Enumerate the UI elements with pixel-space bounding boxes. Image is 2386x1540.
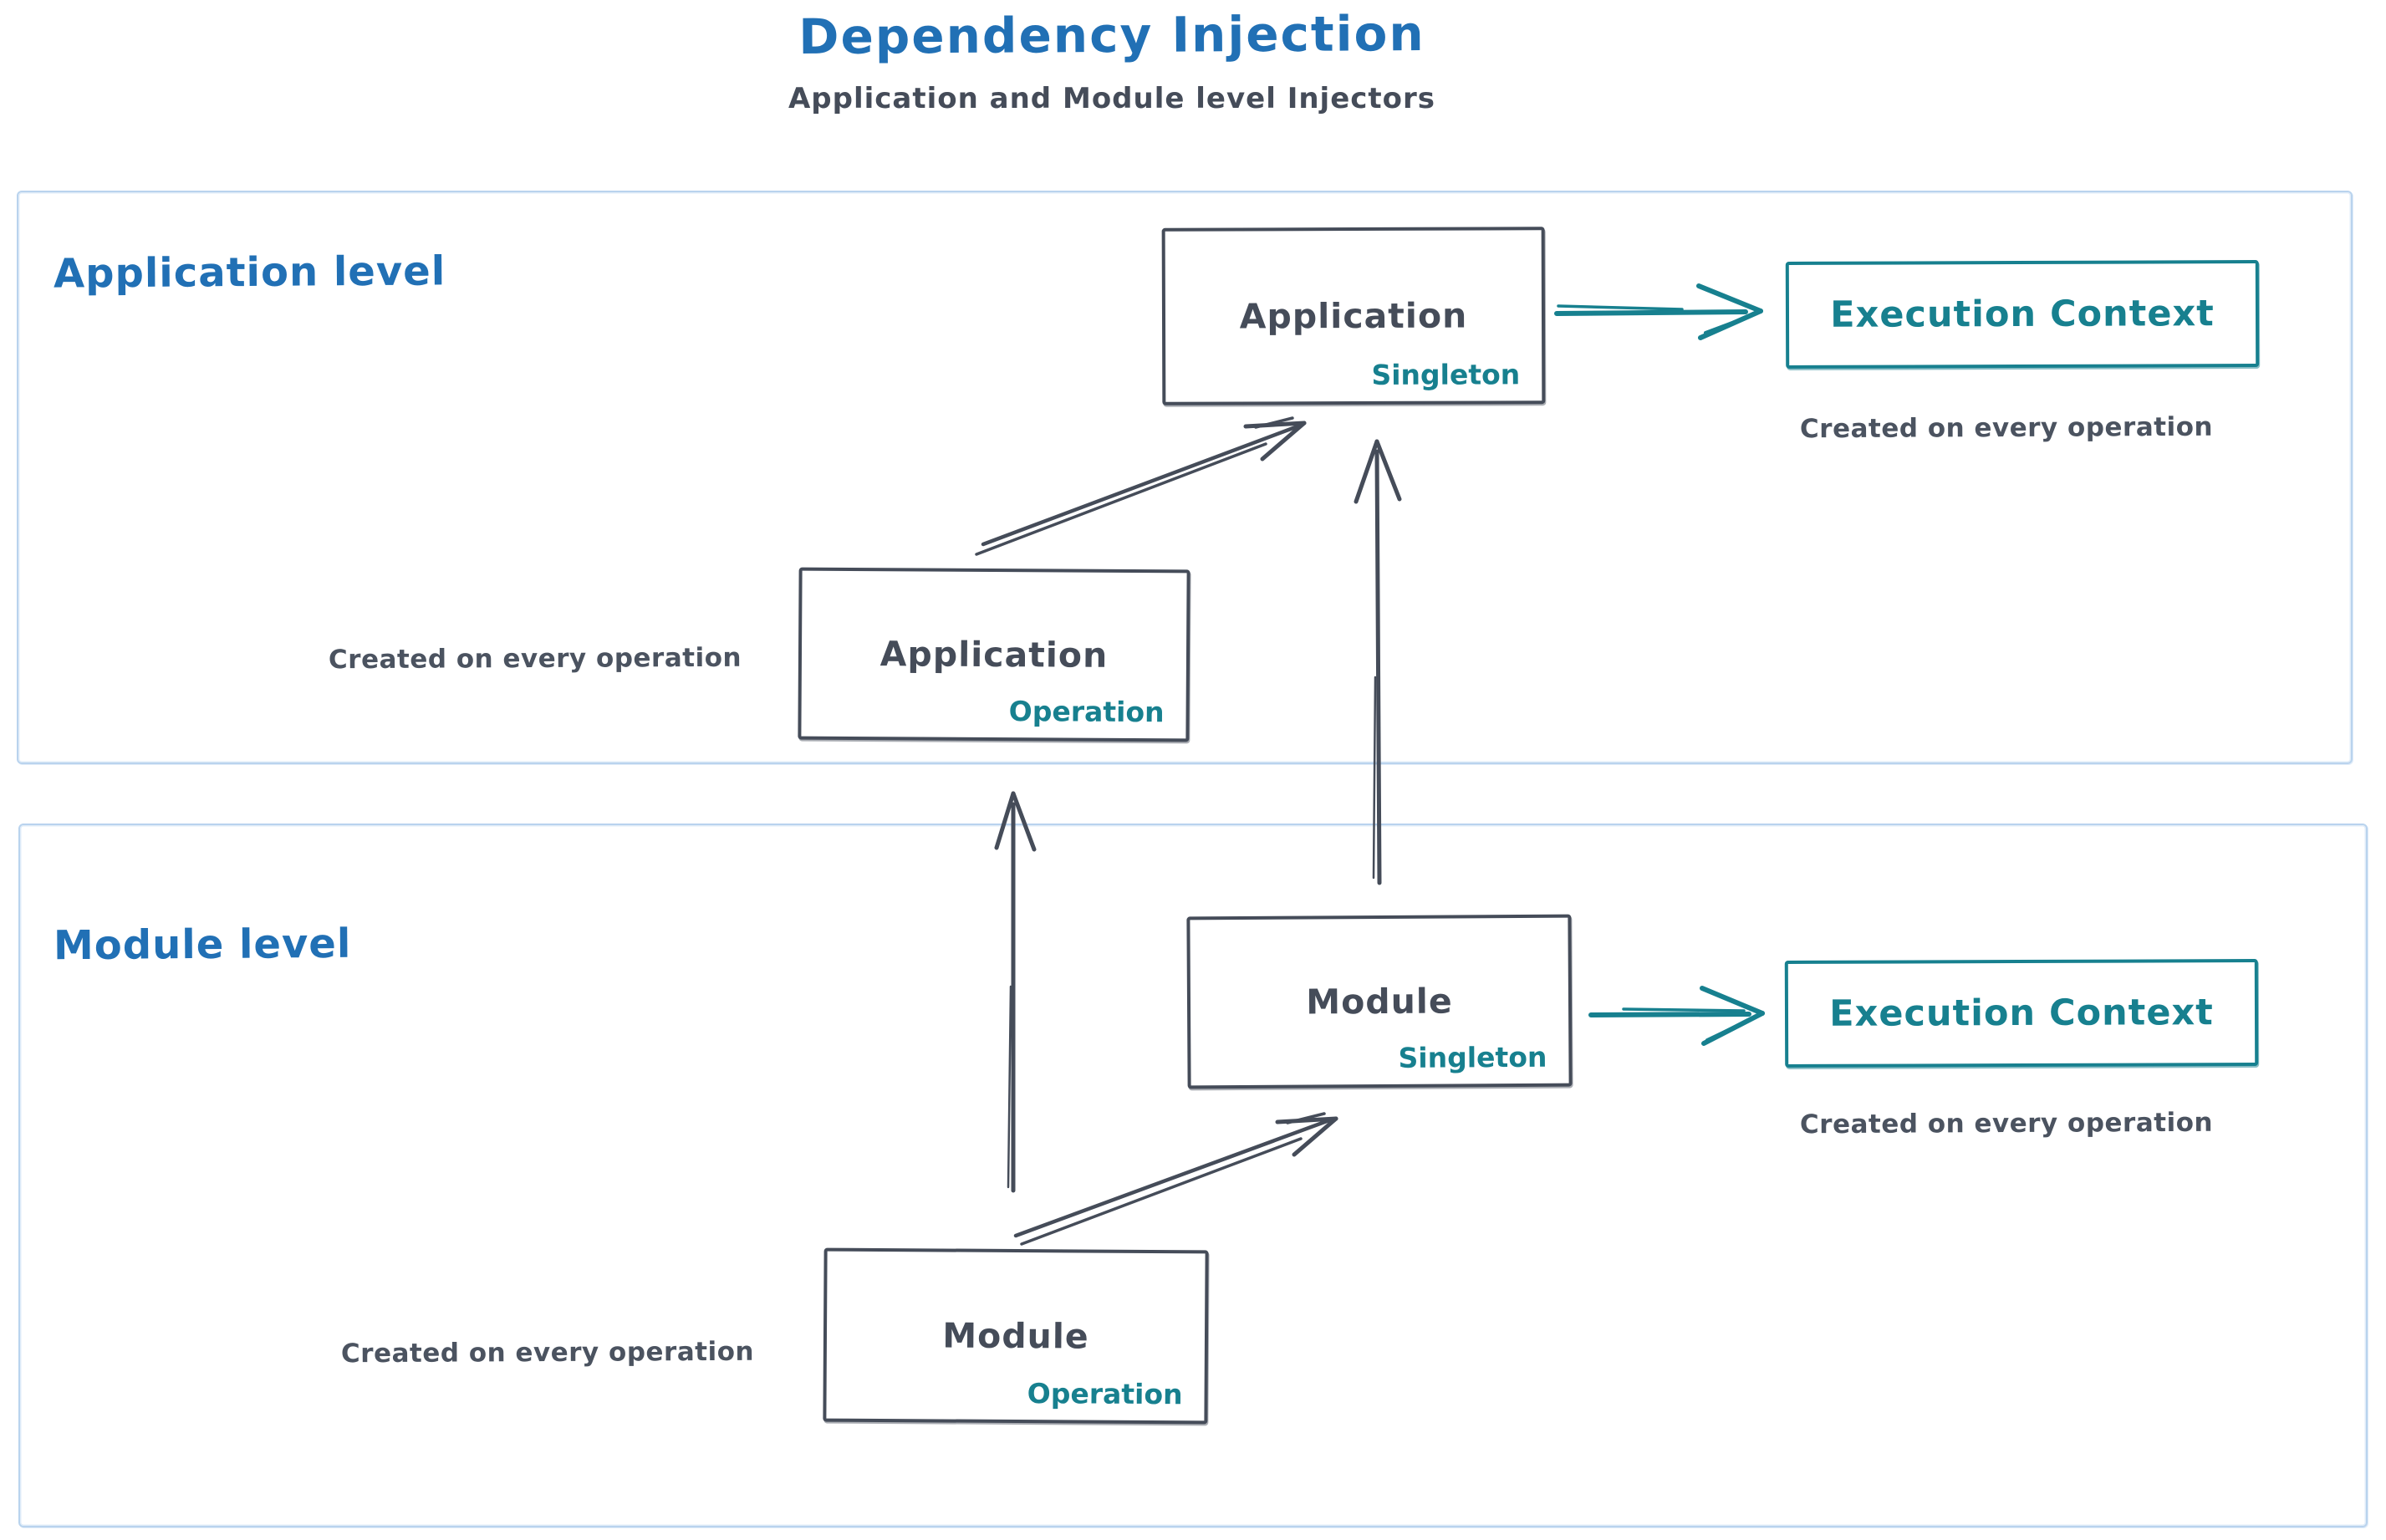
module-singleton-node: Module Singleton (1186, 914, 1573, 1089)
caption-application-execution-context: Created on every operation (1799, 411, 2214, 445)
module-level-label: Module level (53, 920, 352, 970)
node-title: Execution Context (1830, 293, 2215, 336)
node-badge: Operation (1027, 1377, 1183, 1411)
diagram-title: Dependency Injection (798, 5, 1425, 65)
node-title: Execution Context (1829, 992, 2214, 1035)
application-level-section (17, 191, 2353, 764)
module-level-section (18, 824, 2368, 1527)
application-execution-context-node: Execution Context (1785, 260, 2260, 369)
node-title: Module (942, 1315, 1089, 1357)
application-singleton-node: Application Singleton (1161, 227, 1546, 405)
node-title: Application (879, 634, 1109, 676)
caption-module-operation: Created on every operation (340, 1336, 755, 1369)
node-badge: Singleton (1371, 358, 1521, 391)
application-operation-node: Application Operation (798, 567, 1190, 742)
node-badge: Operation (1008, 695, 1165, 729)
application-level-label: Application level (53, 247, 446, 298)
module-execution-context-node: Execution Context (1784, 959, 2259, 1068)
node-title: Application (1239, 295, 1468, 337)
diagram-heading: Dependency Injection Application and Mod… (736, 5, 1488, 115)
module-operation-node: Module Operation (823, 1247, 1209, 1425)
node-title: Module (1306, 981, 1453, 1022)
node-badge: Singleton (1398, 1040, 1547, 1074)
diagram-subtitle: Application and Module level Injectors (788, 82, 1436, 115)
caption-module-execution-context: Created on every operation (1799, 1107, 2214, 1140)
caption-application-operation: Created on every operation (328, 642, 742, 676)
